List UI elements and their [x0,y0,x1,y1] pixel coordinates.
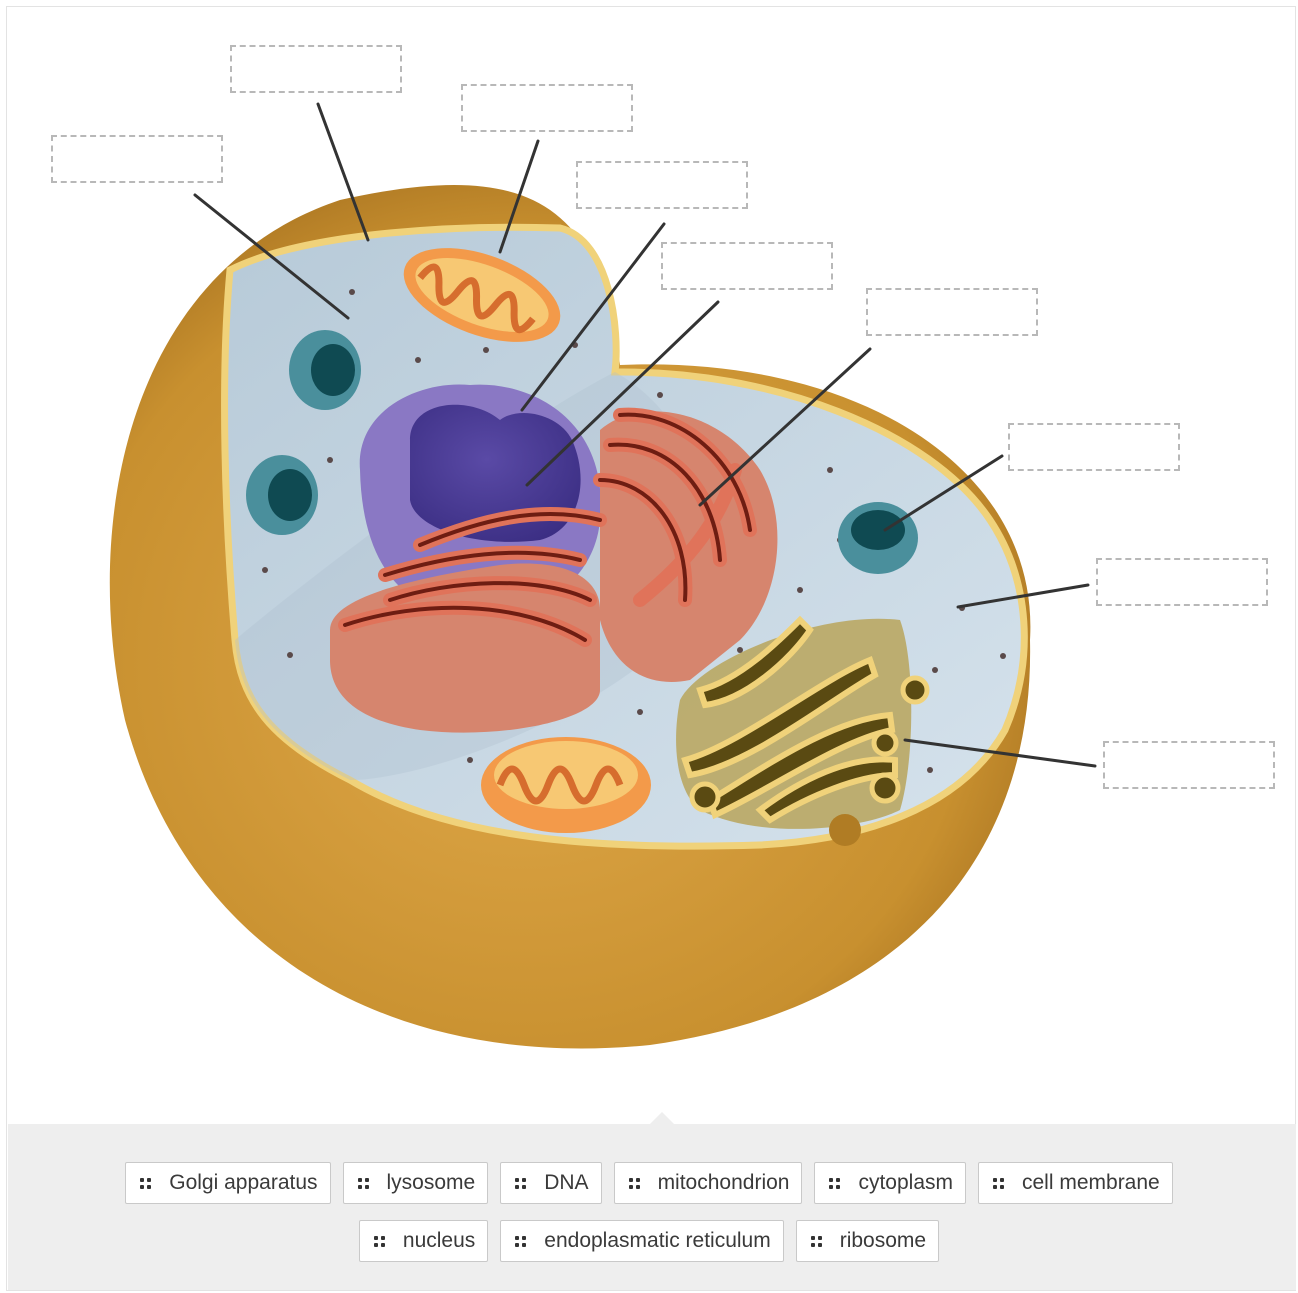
chip-label: endoplasmatic reticulum [544,1229,770,1253]
word-bank-row-1: Golgi apparatus lysosome DNA mitochondri… [0,1162,1298,1204]
chip-label: nucleus [403,1229,475,1253]
mitochondrion-bottom [481,737,651,833]
drag-handle-icon [993,1178,1004,1189]
chip-label: lysosome [387,1171,476,1195]
drag-handle-icon [515,1178,526,1189]
label-chip-nucleus[interactable]: nucleus [359,1220,488,1262]
chip-label: ribosome [840,1229,926,1253]
drag-handle-icon [811,1236,822,1247]
label-drop-zone-cytoplasm-left[interactable] [51,135,223,183]
lysosome-1 [289,330,361,410]
label-drop-zone-golgi[interactable] [1103,741,1275,789]
label-chip-ribosome[interactable]: ribosome [796,1220,939,1262]
label-drop-zone-nucleolus[interactable] [661,242,833,290]
label-chip-lysosome[interactable]: lysosome [343,1162,489,1204]
label-chip-cytoplasm[interactable]: cytoplasm [814,1162,966,1204]
label-chip-endoplasmatic-reticulum[interactable]: endoplasmatic reticulum [500,1220,783,1262]
drag-handle-icon [140,1178,151,1189]
label-drop-zone-lysosome[interactable] [1008,423,1180,471]
lysosome-2 [246,455,318,535]
chip-label: DNA [544,1171,588,1195]
label-chip-dna[interactable]: DNA [500,1162,601,1204]
label-drop-zone-nucleus[interactable] [576,161,748,209]
chip-label: Golgi apparatus [169,1171,317,1195]
drag-handle-icon [374,1236,385,1247]
label-drop-zone-membrane-top[interactable] [230,45,402,93]
label-drop-zone-ribosome[interactable] [1096,558,1268,606]
label-chip-cell-membrane[interactable]: cell membrane [978,1162,1173,1204]
chip-label: mitochondrion [658,1171,790,1195]
chip-label: cytoplasm [858,1171,953,1195]
chip-label: cell membrane [1022,1171,1160,1195]
drag-handle-icon [829,1178,840,1189]
label-drop-zone-er[interactable] [866,288,1038,336]
drag-handle-icon [629,1178,640,1189]
label-drop-zone-mitochondrion-top[interactable] [461,84,633,132]
tray-notch [650,1112,674,1124]
label-chip-mitochondrion[interactable]: mitochondrion [614,1162,803,1204]
word-bank-tray [8,1124,1296,1290]
drag-handle-icon [358,1178,369,1189]
word-bank-row-2: nucleus endoplasmatic reticulum ribosome [0,1220,1298,1262]
drag-handle-icon [515,1236,526,1247]
label-chip-golgi-apparatus[interactable]: Golgi apparatus [125,1162,330,1204]
lysosome-3 [838,502,918,574]
